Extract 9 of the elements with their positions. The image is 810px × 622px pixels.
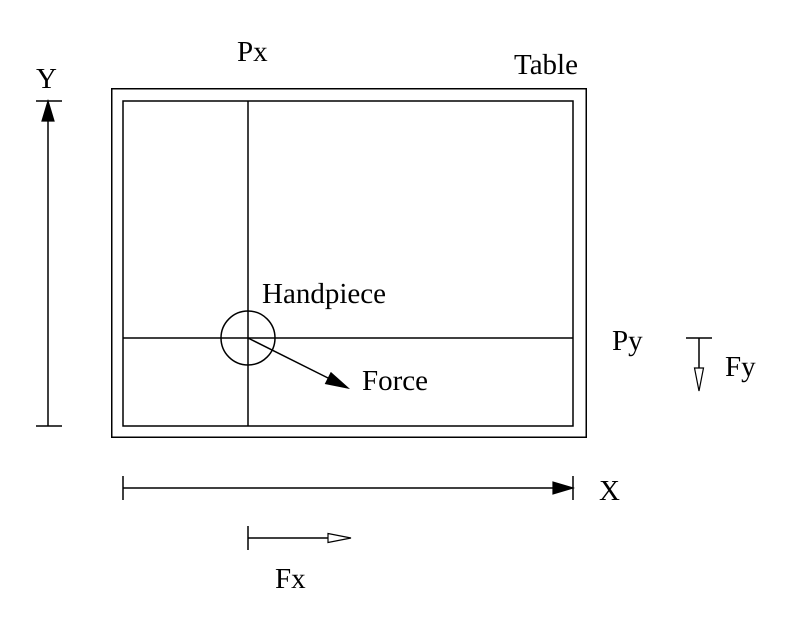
position-label: Px (237, 38, 268, 67)
force-label: Fy (725, 353, 756, 382)
force-label: Force (362, 367, 428, 396)
table-label: Table (514, 51, 578, 80)
force-label: Fx (275, 565, 306, 594)
axis-label: X (599, 477, 620, 506)
position-label: Py (612, 327, 643, 356)
handpiece-label: Handpiece (262, 280, 386, 309)
axis-label: Y (36, 65, 57, 94)
